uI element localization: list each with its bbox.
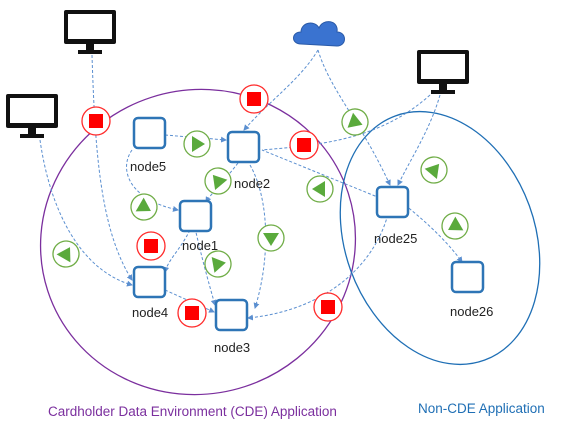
deny-square-icon [239, 84, 269, 114]
allow-arrow-icon [341, 108, 369, 136]
cde-caption: Cardholder Data Environment (CDE) Applic… [48, 404, 337, 419]
allow-arrow-icon [183, 130, 211, 158]
allow-arrow-icon [420, 156, 448, 184]
node-node2[interactable] [226, 130, 261, 164]
allow-arrow-icon [204, 167, 232, 195]
node-node3[interactable] [214, 298, 249, 332]
cde-boundary [39, 88, 357, 396]
node-label: node25 [374, 231, 417, 246]
noncde-caption: Non-CDE Application [418, 401, 545, 416]
monitor-icon [417, 50, 469, 94]
allow-arrow-icon [130, 193, 158, 221]
node-node4[interactable] [132, 265, 167, 299]
monitor-icon [6, 94, 58, 138]
allow-arrow-icon [52, 240, 80, 268]
node-label: node2 [234, 176, 270, 191]
deny-square-icon [136, 231, 166, 261]
cloud-icon [293, 21, 345, 47]
allow-arrow-icon [204, 250, 232, 278]
node-label: node3 [214, 340, 250, 355]
node-label: node4 [132, 305, 168, 320]
allow-arrow-icon [257, 224, 285, 252]
deny-square-icon [81, 106, 111, 136]
deny-square-icon [289, 130, 319, 160]
noncde-boundary [339, 110, 541, 366]
allow-arrow-icon [306, 175, 334, 203]
deny-square-icon [313, 292, 343, 322]
deny-square-icon [177, 298, 207, 328]
allow-arrow-icon [441, 212, 469, 240]
node-node26[interactable] [450, 260, 485, 294]
node-node5[interactable] [132, 116, 167, 150]
node-label: node5 [130, 159, 166, 174]
node-label: node1 [182, 238, 218, 253]
node-node25[interactable] [375, 185, 410, 219]
node-label: node26 [450, 304, 493, 319]
node-node1[interactable] [178, 199, 213, 233]
monitor-icon [64, 10, 116, 54]
